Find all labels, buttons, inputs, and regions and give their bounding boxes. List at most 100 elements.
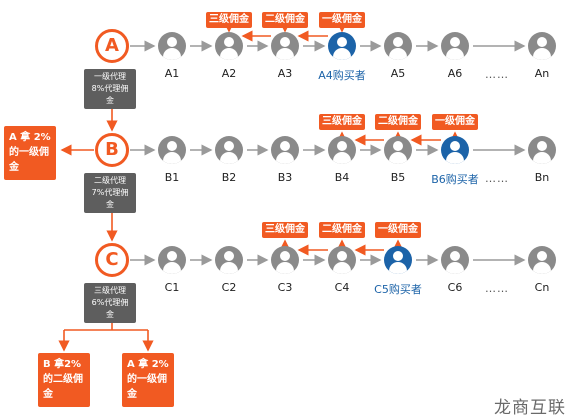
avatar-torso <box>276 262 294 274</box>
member-avatar-icon <box>215 32 243 60</box>
avatar-torso <box>389 48 407 60</box>
member-avatar-icon <box>158 246 186 274</box>
commission-badge: 三级佣金 <box>319 114 365 130</box>
node-label: B4 <box>334 171 350 184</box>
side-box-b-second: B 拿2%的二级佣金 <box>38 353 90 407</box>
agent-info-box-c: 三级代理 6%代理佣金 <box>84 283 136 323</box>
node-label: B6购买者 <box>431 173 479 186</box>
avatar-torso <box>533 262 551 274</box>
ellipsis: …… <box>485 172 509 185</box>
avatar-torso <box>163 152 181 164</box>
avatar-head <box>450 37 460 47</box>
avatar-torso <box>533 152 551 164</box>
tier-circle-b: B <box>95 133 129 167</box>
avatar-head <box>537 37 547 47</box>
node-label: A1 <box>164 67 180 80</box>
avatar-head <box>167 37 177 47</box>
avatar-torso <box>333 262 351 274</box>
node-label: Cn <box>534 281 550 294</box>
tier-circle-a: A <box>95 29 129 63</box>
avatar-head <box>280 251 290 261</box>
agent-commission: 7%代理佣金 <box>91 188 129 209</box>
member-avatar-icon <box>215 246 243 274</box>
node-label: B2 <box>221 171 237 184</box>
agent-info-box-a: 一级代理 8%代理佣金 <box>84 69 136 109</box>
commission-badge: 二级佣金 <box>375 114 421 130</box>
member-avatar-icon <box>328 136 356 164</box>
avatar-torso <box>276 48 294 60</box>
member-avatar-icon <box>158 32 186 60</box>
member-avatar-icon <box>441 246 469 274</box>
commission-badge: 二级佣金 <box>319 222 365 238</box>
avatar-torso <box>333 48 351 60</box>
member-avatar-icon <box>271 246 299 274</box>
agent-level: 二级代理 <box>94 176 126 185</box>
member-avatar-icon <box>271 32 299 60</box>
buyer-avatar-icon <box>441 136 469 164</box>
node-label: A6 <box>447 67 463 80</box>
avatar-head <box>337 141 347 151</box>
commission-badge: 三级佣金 <box>262 222 308 238</box>
avatar-torso <box>446 48 464 60</box>
buyer-avatar-icon <box>328 32 356 60</box>
commission-badge: 一级佣金 <box>432 114 478 130</box>
member-avatar-icon <box>384 136 412 164</box>
node-label: A5 <box>390 67 406 80</box>
member-avatar-icon <box>328 246 356 274</box>
node-label: C6 <box>447 281 463 294</box>
avatar-head <box>167 141 177 151</box>
avatar-torso <box>389 262 407 274</box>
ellipsis: …… <box>485 68 509 81</box>
avatar-head <box>537 141 547 151</box>
node-label: B1 <box>164 171 180 184</box>
node-label: B5 <box>390 171 406 184</box>
avatar-head <box>280 37 290 47</box>
avatar-head <box>393 141 403 151</box>
node-label: An <box>534 67 550 80</box>
commission-badge: 一级佣金 <box>375 222 421 238</box>
node-label: C4 <box>334 281 350 294</box>
member-avatar-icon <box>384 32 412 60</box>
avatar-head <box>224 141 234 151</box>
member-avatar-icon <box>441 32 469 60</box>
node-label: A4购买者 <box>318 69 366 82</box>
node-label: B3 <box>277 171 293 184</box>
commission-badge: 三级佣金 <box>206 12 252 28</box>
avatar-torso <box>163 48 181 60</box>
avatar-torso <box>220 152 238 164</box>
agent-level: 一级代理 <box>94 72 126 81</box>
member-avatar-icon <box>271 136 299 164</box>
node-label: C2 <box>221 281 237 294</box>
avatar-torso <box>446 152 464 164</box>
member-avatar-icon <box>158 136 186 164</box>
agent-level: 三级代理 <box>94 286 126 295</box>
avatar-torso <box>163 262 181 274</box>
side-box-a-second: A 拿 2% 的一级佣金 <box>122 353 174 407</box>
avatar-head <box>450 251 460 261</box>
avatar-head <box>337 251 347 261</box>
member-avatar-icon <box>215 136 243 164</box>
node-label: A3 <box>277 67 293 80</box>
avatar-torso <box>389 152 407 164</box>
avatar-head <box>280 141 290 151</box>
avatar-head <box>537 251 547 261</box>
avatar-torso <box>333 152 351 164</box>
side-box-a-first: A 拿 2% 的一级佣金 <box>4 126 56 180</box>
avatar-torso <box>220 262 238 274</box>
member-avatar-icon <box>528 32 556 60</box>
avatar-torso <box>533 48 551 60</box>
agent-commission: 6%代理佣金 <box>91 298 129 319</box>
agent-commission: 8%代理佣金 <box>91 84 129 105</box>
node-label: C1 <box>164 281 180 294</box>
avatar-head <box>167 251 177 261</box>
avatar-head <box>393 251 403 261</box>
avatar-torso <box>220 48 238 60</box>
tier-circle-c: C <box>95 243 129 277</box>
member-avatar-icon <box>528 246 556 274</box>
node-label: C3 <box>277 281 293 294</box>
member-avatar-icon <box>528 136 556 164</box>
avatar-torso <box>446 262 464 274</box>
avatar-head <box>224 37 234 47</box>
node-label: A2 <box>221 67 237 80</box>
